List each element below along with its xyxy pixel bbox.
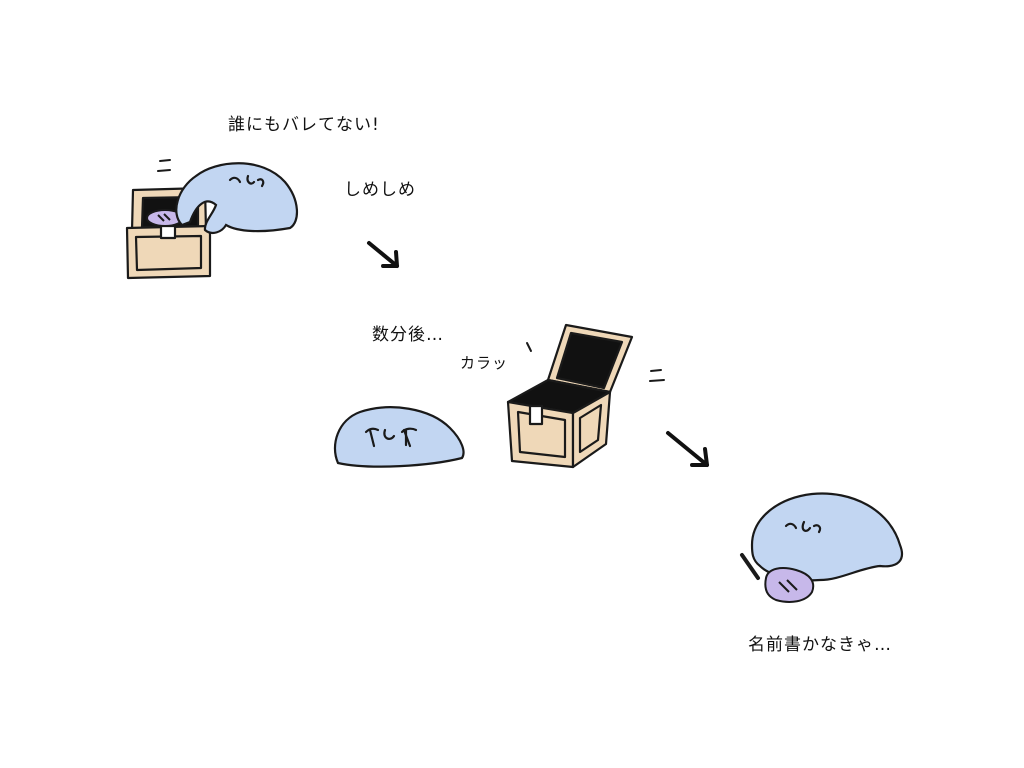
arrow-down-right-icon — [367, 241, 399, 268]
arrow-down-right-icon — [666, 431, 709, 467]
pen-icon — [740, 553, 760, 580]
soap-bar-icon — [764, 567, 815, 603]
panel1-scene — [125, 159, 298, 280]
motion-lines-icon — [649, 369, 665, 382]
sound-tick-icon — [526, 342, 532, 352]
caption-heh-heh: しめしめ — [344, 180, 416, 200]
motion-lines-icon — [157, 159, 171, 172]
blob-character-icon — [750, 492, 904, 582]
blob-character-icon — [175, 162, 298, 234]
caption-must-write-name: 名前書かなきゃ… — [748, 635, 892, 655]
treasure-chest-empty-icon — [506, 323, 634, 469]
panel3-scene — [740, 492, 904, 603]
caption-minutes-later: 数分後… — [372, 325, 444, 345]
sound-effect-empty: カラッ — [460, 354, 509, 372]
panel2-scene — [333, 323, 665, 469]
caption-nobody-noticed: 誰にもバレてない! — [228, 115, 380, 135]
blob-character-icon — [333, 406, 465, 468]
